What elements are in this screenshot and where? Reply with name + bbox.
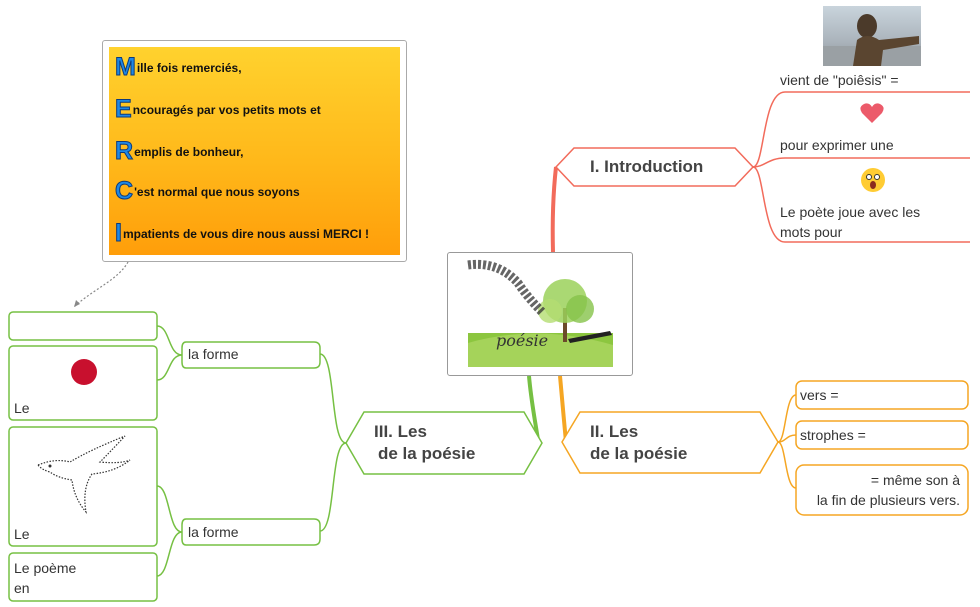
branch-3-title-line2: de la poésie [378, 444, 476, 463]
merci-line-3: Remplis de bonheur, [114, 137, 244, 166]
branch-3-sub-top-label[interactable]: la forme [188, 346, 239, 362]
central-topic[interactable]: poésie [447, 252, 633, 376]
branch-2-item-rime-line1: = même son à [870, 472, 960, 488]
branch-2-item-rime[interactable]: = même son à la fin de plusieurs vers. [800, 470, 960, 510]
heart-icon [860, 102, 884, 126]
branch-3-leaf-le-1[interactable]: Le [14, 400, 30, 416]
merci-image-card[interactable]: Mille fois remerciés, Encouragés par vos… [102, 40, 407, 262]
branch-2-item-vers[interactable]: vers = [800, 387, 839, 403]
intro-item-3[interactable]: Le poète joue avec les mots pour [780, 204, 921, 240]
statue-image [823, 6, 921, 66]
branch-3-title[interactable]: III. Les de la poésie [374, 421, 475, 465]
branch-2-item-rime-line2: la fin de plusieurs vers. [816, 492, 960, 508]
merci-line-2: Encouragés par vos petits mots et [115, 95, 321, 124]
merci-line-4: C'est normal que nous soyons [114, 177, 300, 206]
branch-3-leaf-poeme-line2: en [14, 580, 30, 596]
branch-2-item-strophes[interactable]: strophes = [800, 427, 866, 443]
branch-3-leaf-poeme-line1: Le poème [14, 560, 77, 576]
branch-3-leaf-poeme[interactable]: Le poème en [14, 558, 76, 598]
red-circle-icon [70, 358, 98, 386]
poetry-tree-illustration: poésie [467, 259, 613, 367]
merci-line-1: Mille fois remerciés, [115, 53, 242, 82]
merci-poster: Mille fois remerciés, Encouragés par vos… [109, 47, 400, 255]
branch-2-title-line2: de la poésie [590, 444, 688, 463]
branch-2-title[interactable]: II. Les de la poésie [590, 421, 687, 465]
merci-line-5: Impatients de vous dire nous aussi MERCI… [115, 219, 369, 248]
branch-3-leaf-le-2[interactable]: Le [14, 526, 30, 542]
branch-3-sub-bottom-label[interactable]: la forme [188, 524, 239, 540]
intro-item-1[interactable]: vient de "poiêsis" = [780, 72, 899, 88]
branch-3-leaf-empty[interactable] [14, 318, 154, 336]
intro-item-2[interactable]: pour exprimer une [780, 137, 894, 153]
surprised-face-icon [860, 167, 886, 193]
branch-2-title-line1: II. Les [590, 422, 639, 441]
central-caption: poésie [496, 331, 548, 350]
calligram-bird-icon [30, 430, 140, 515]
branch-3-title-line1: III. Les [374, 422, 427, 441]
branch-intro-title[interactable]: I. Introduction [590, 157, 704, 176]
